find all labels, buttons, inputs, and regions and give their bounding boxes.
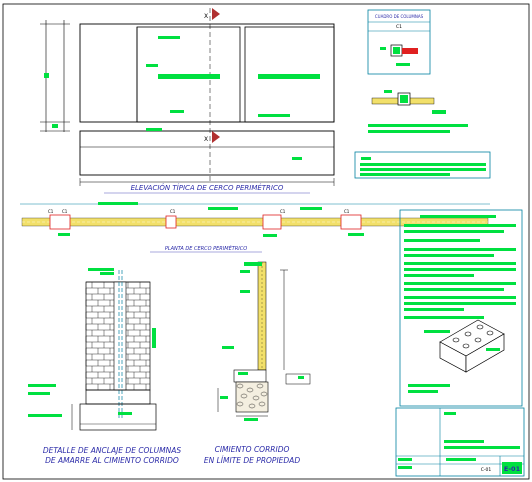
block-spec xyxy=(399,209,523,407)
section-mark-top: X xyxy=(204,13,208,20)
sheet-code: E-01 xyxy=(504,465,521,473)
plan-tag: C1 xyxy=(344,209,350,214)
plan-tag: C1 xyxy=(48,209,54,214)
elevation-title: ELEVACIÓN TÍPICA DE CERCO PERIMÉTRICO xyxy=(131,183,284,192)
footing-title-line2: EN LÍMITE DE PROPIEDAD xyxy=(204,456,300,465)
title-block: C-01 E-01 xyxy=(395,407,525,477)
schedule-title: CUADRO DE COLUMNAS xyxy=(375,14,424,19)
title-block-label: C-01 xyxy=(481,467,492,473)
plan-tag: C1 xyxy=(62,209,68,214)
sheet-code-badge xyxy=(502,462,522,474)
anchor-detail: DETALLE DE ANCLAJE DE COLUMNAS DE AMARRE… xyxy=(28,268,181,465)
plan-title: PLANTA DE CERCO PERIMÉTRICO xyxy=(165,244,247,252)
plan-tag: C1 xyxy=(280,209,286,214)
plan-tag: C1 xyxy=(170,209,176,214)
column-schedule: CUADRO DE COLUMNAS C1 xyxy=(367,9,431,75)
general-notes xyxy=(354,151,491,179)
anchor-title-line2: DE AMARRE AL CIMIENTO CORRIDO xyxy=(45,456,179,465)
sheet-border xyxy=(2,3,530,480)
footing-title-line1: CIMIENTO CORRIDO xyxy=(215,445,290,454)
footing-detail: CIMIENTO CORRIDO EN LÍMITE DE PROPIEDAD xyxy=(204,261,311,465)
wall-joint-detail xyxy=(368,90,468,133)
section-mark-bottom: X xyxy=(204,136,208,143)
elevation-view: X X ELEVACIÓN TÍPICA DE CERCO PERIMÉTRIC… xyxy=(40,8,335,194)
section-arrow-icon xyxy=(212,131,220,143)
schedule-tag: C1 xyxy=(396,24,402,30)
anchor-title-line1: DETALLE DE ANCLAJE DE COLUMNAS xyxy=(43,446,181,455)
section-arrow-icon xyxy=(212,8,220,20)
plan-view: C1 C1 C1 C1 C1 PLANTA DE CERCO PERIMÉTRI… xyxy=(20,202,490,253)
